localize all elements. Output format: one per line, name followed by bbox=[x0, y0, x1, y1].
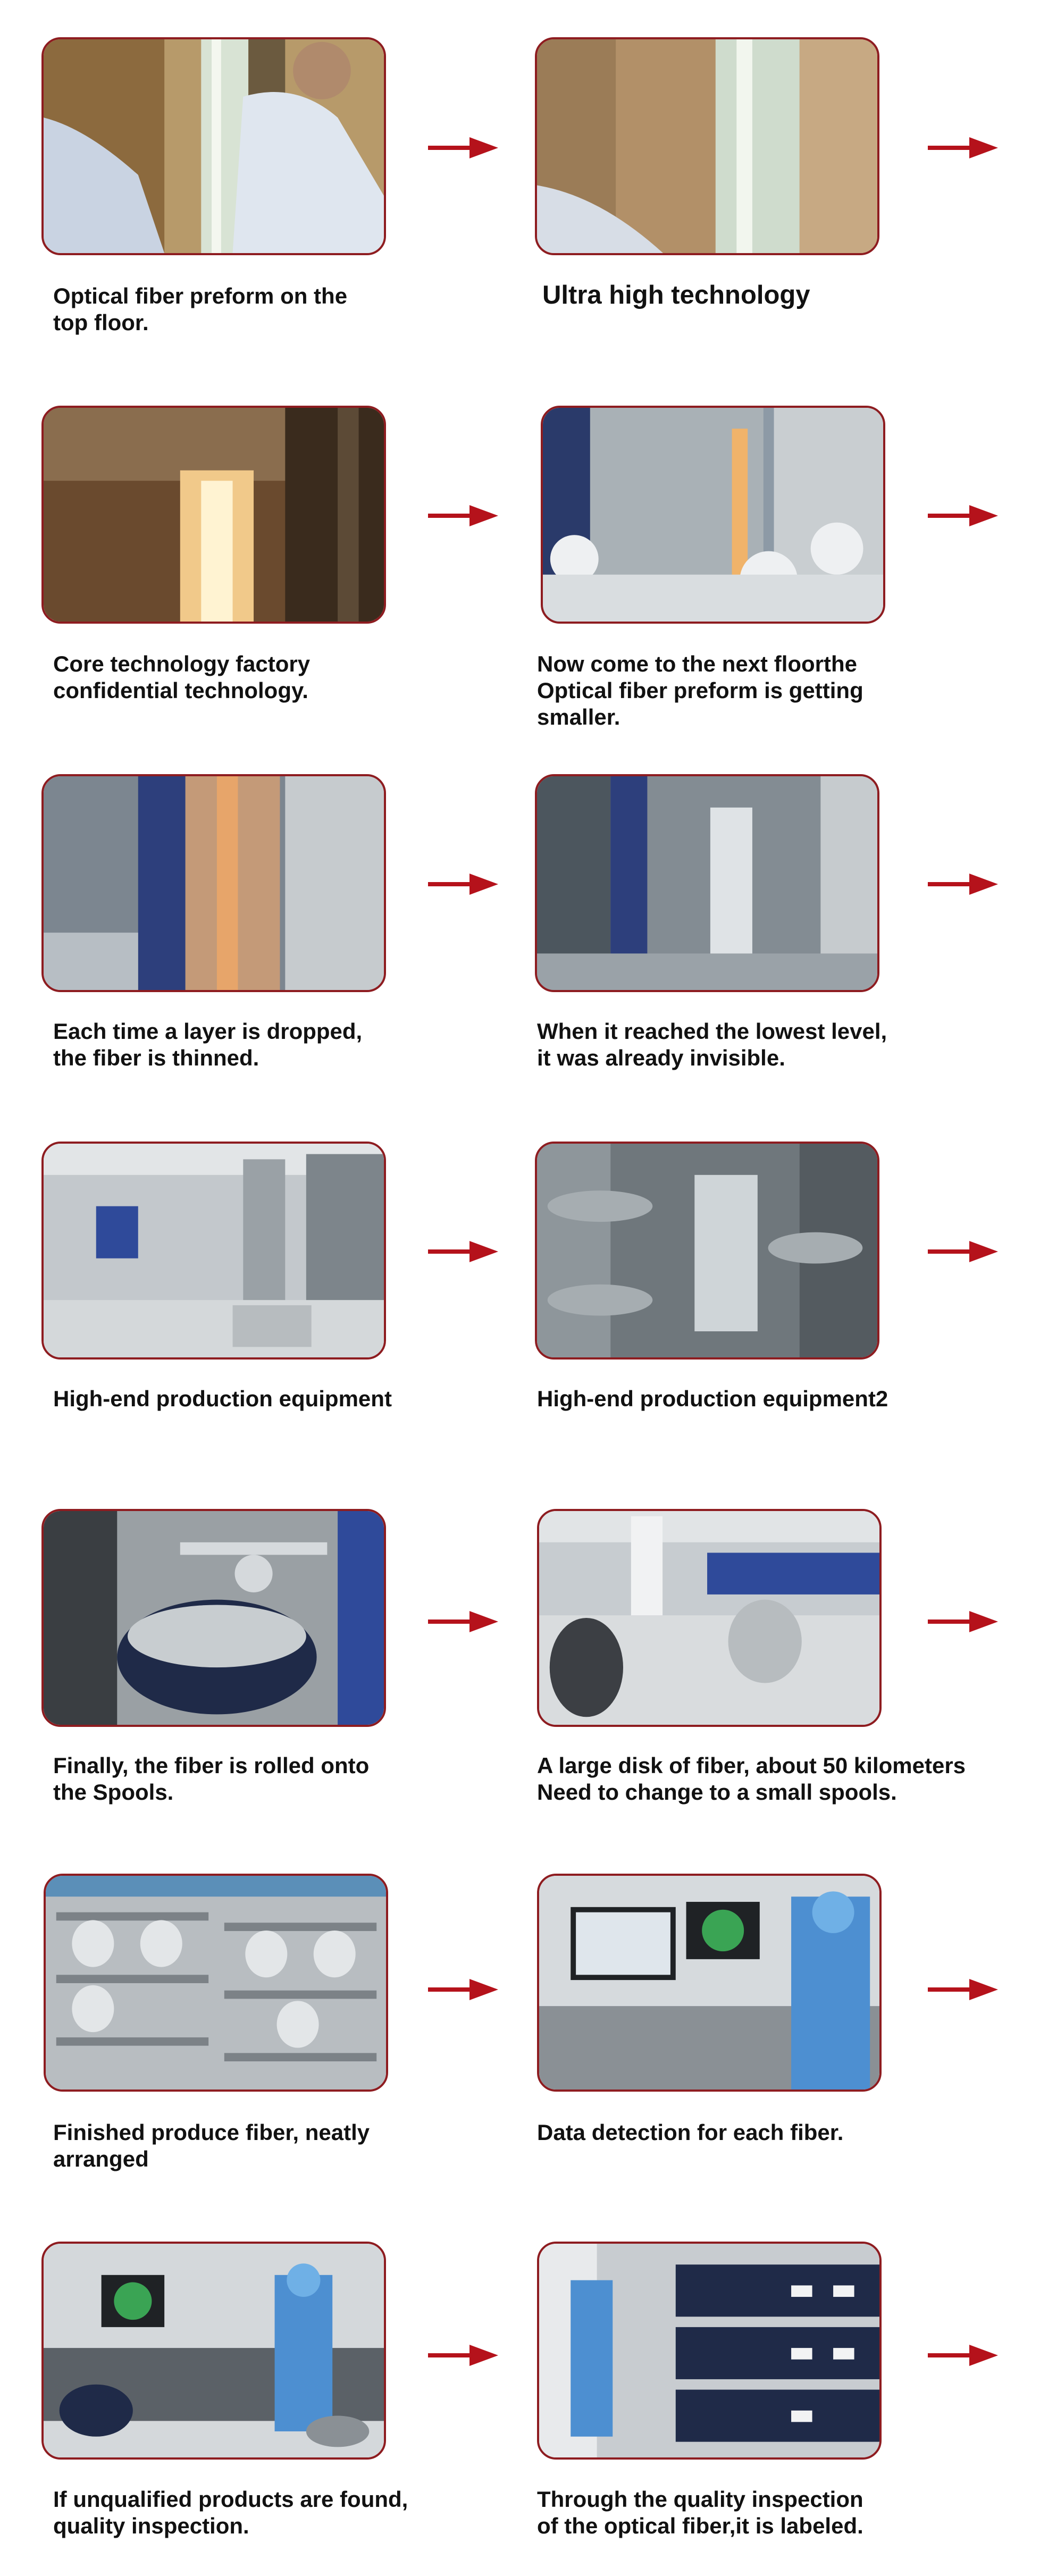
preform-closeup-photo bbox=[535, 37, 879, 255]
draw-tower-lower-photo bbox=[535, 774, 879, 992]
arrow-right-icon bbox=[928, 505, 998, 526]
arrow-right-icon bbox=[928, 1979, 998, 2000]
arrow-right-icon bbox=[428, 2345, 498, 2366]
ducting-equipment-photo bbox=[535, 1142, 879, 1360]
arrow-right-icon bbox=[428, 874, 498, 895]
workers-furnace-photo bbox=[541, 406, 885, 624]
step-caption: Core technology factory confidential tec… bbox=[53, 651, 311, 703]
arrow-right-icon bbox=[428, 505, 498, 526]
arrow-right-icon bbox=[428, 137, 498, 158]
step-caption: Finished produce fiber, neatly arranged bbox=[53, 2120, 370, 2171]
step-caption: Through the quality inspection of the op… bbox=[537, 2487, 863, 2538]
step-caption: Finally, the fiber is rolled onto the Sp… bbox=[53, 1753, 370, 1805]
arrow-right-icon bbox=[928, 2345, 998, 2366]
winding-machine-photo bbox=[41, 1509, 386, 1727]
step-caption: Ultra high technology bbox=[542, 281, 810, 309]
arrow-right-icon bbox=[428, 1241, 498, 1262]
step-caption: Now come to the next floorthe Optical fi… bbox=[537, 651, 863, 729]
arrow-right-icon bbox=[928, 874, 998, 895]
furnace-photo bbox=[41, 406, 386, 624]
arrow-right-icon bbox=[928, 1241, 998, 1262]
draw-tower-photo bbox=[41, 774, 386, 992]
inspection-line-photo bbox=[41, 2242, 386, 2460]
arrow-right-icon bbox=[928, 137, 998, 158]
step-caption: Optical fiber preform on the top floor. bbox=[53, 283, 348, 335]
arrow-right-icon bbox=[428, 1611, 498, 1632]
spool-rack-photo bbox=[44, 1874, 388, 2092]
step-caption: A large disk of fiber, about 50 kilomete… bbox=[537, 1753, 966, 1805]
detection-station-photo bbox=[537, 1874, 882, 2092]
step-caption: When it reached the lowest level, it was… bbox=[537, 1019, 887, 1070]
step-caption: Data detection for each fiber. bbox=[537, 2120, 844, 2145]
step-caption: High-end production equipment bbox=[53, 1386, 392, 1411]
arrow-right-icon bbox=[928, 1611, 998, 1632]
labeled-spools-photo bbox=[537, 2242, 882, 2460]
step-caption: High-end production equipment2 bbox=[537, 1386, 888, 1411]
step-caption: If unqualified products are found, quali… bbox=[53, 2487, 408, 2538]
production-hall-photo bbox=[41, 1142, 386, 1360]
step-caption: Each time a layer is dropped, the fiber … bbox=[53, 1019, 363, 1070]
arrow-right-icon bbox=[428, 1979, 498, 2000]
large-spool-cart-photo bbox=[537, 1509, 882, 1727]
preform-tower-photo bbox=[41, 37, 386, 255]
